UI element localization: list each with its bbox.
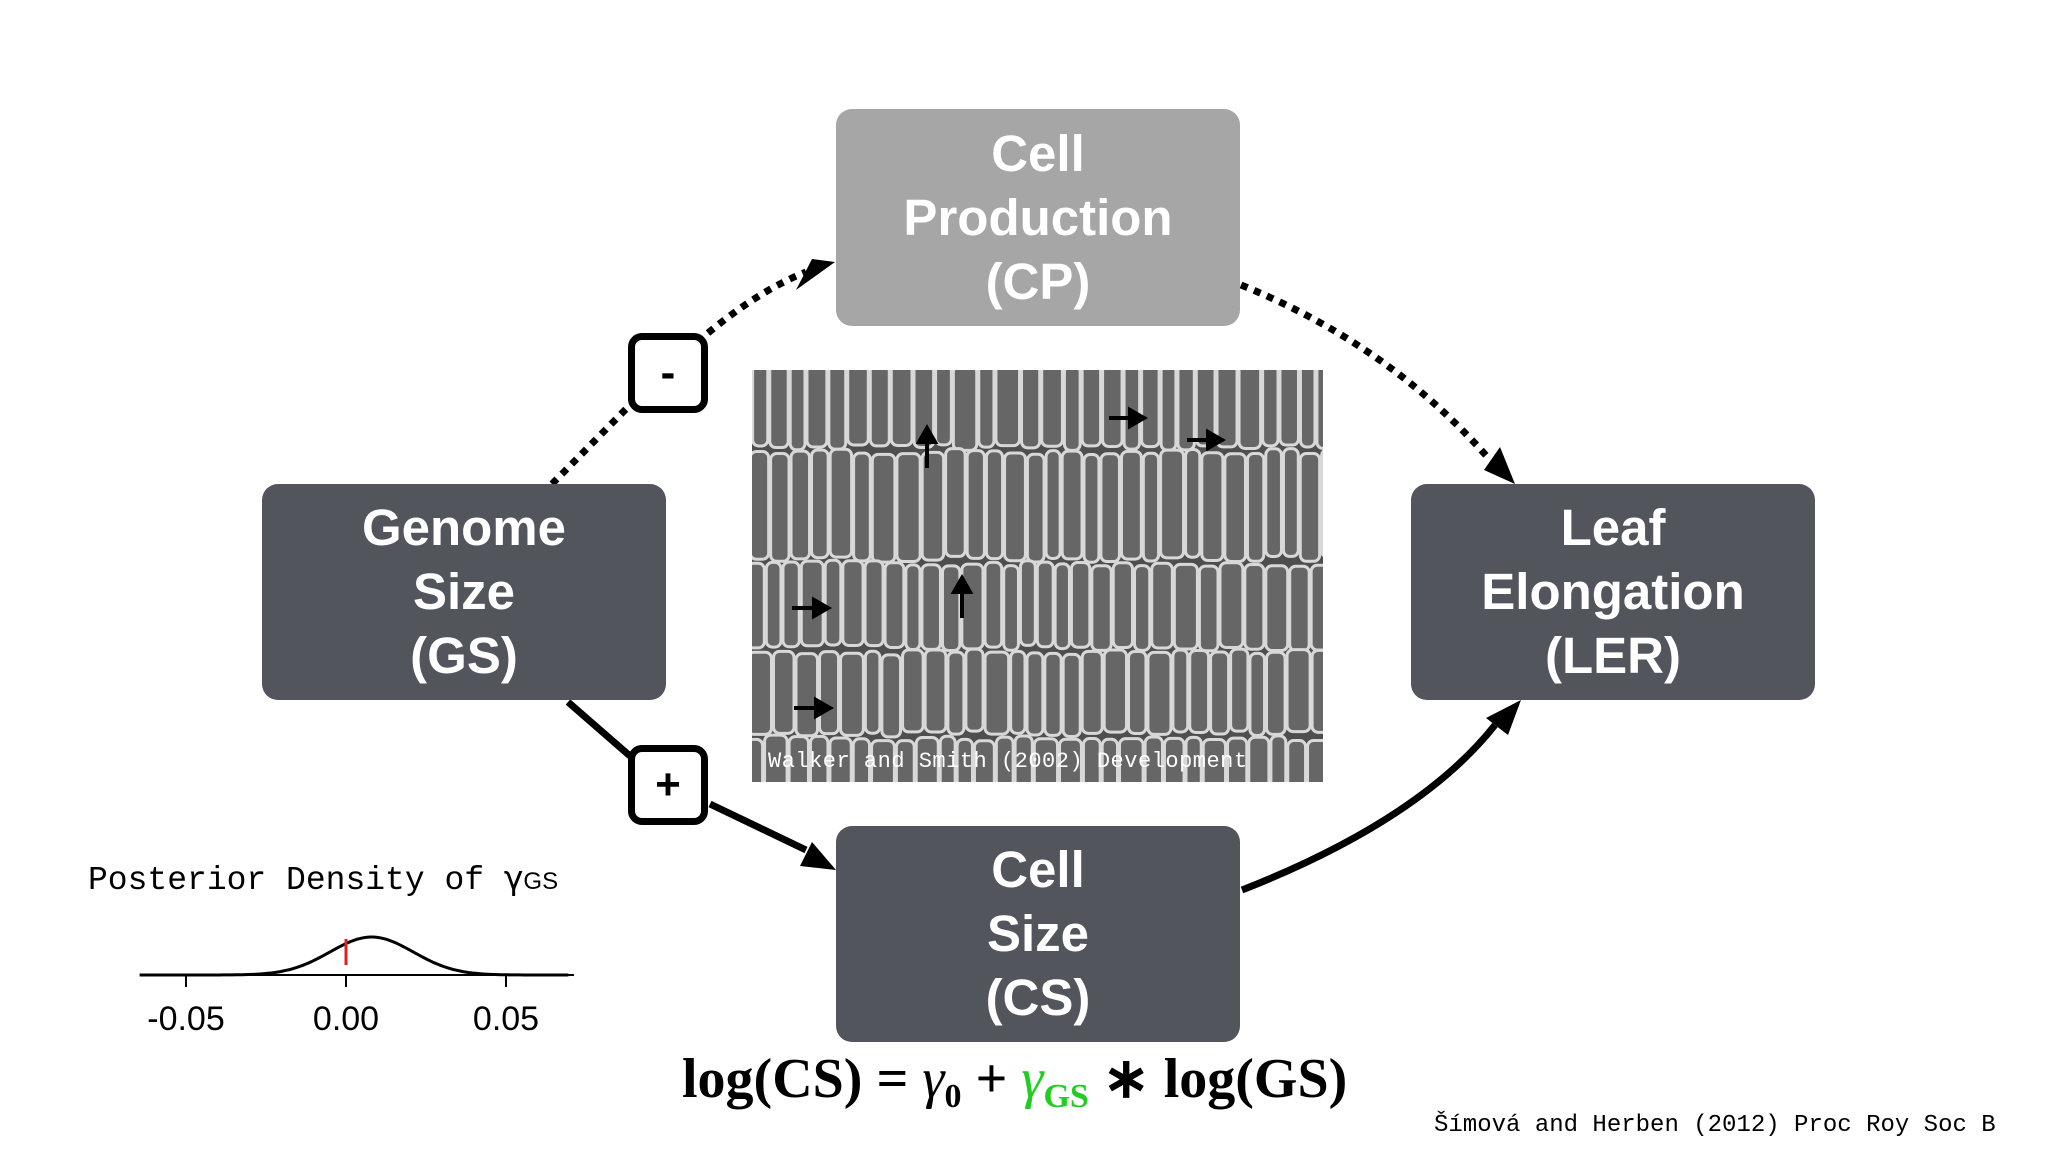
posterior-title-gamma: γ: [503, 858, 524, 897]
edge-cp-to-ler: [1239, 281, 1493, 463]
node-genome-size-line-2: Size: [412, 563, 516, 620]
positive-effect-sign: +: [628, 745, 708, 825]
equation-gamma0: γ: [922, 1048, 945, 1110]
node-leaf-elongation-line-2: Elongation: [1481, 563, 1745, 620]
node-leaf-elongation-line-1: Leaf: [1560, 499, 1666, 556]
equation-gamma-gs: γ: [1021, 1048, 1044, 1110]
node-genome-size-line-3: (GS): [410, 627, 518, 684]
node-leaf-elongation-line-3: (LER): [1545, 627, 1681, 684]
node-cell-production-line-1: Cell: [991, 124, 1085, 182]
equation-plus: +: [961, 1048, 1022, 1110]
node-cell-size: Cell Size (CS): [836, 826, 1240, 1042]
arrowhead-ler-top: [1484, 447, 1515, 484]
node-genome-size: Genome Size (GS): [262, 484, 666, 700]
regression-equation: log(CS) = γ0 + γGS ∗ log(GS): [682, 1046, 1347, 1116]
negative-effect-sign: -: [628, 333, 708, 413]
citation: Šímová and Herben (2012) Proc Roy Soc B: [1434, 1112, 1996, 1139]
equation-rhs: ∗ log(GS): [1088, 1048, 1348, 1110]
equation-gamma0-sub: 0: [944, 1078, 962, 1115]
node-cell-production-line-2: Production: [903, 188, 1173, 246]
node-genome-size-line-1: Genome: [361, 499, 567, 556]
node-cell-production-line-3: (CP): [985, 252, 1091, 310]
node-cell-size-line-2: Size: [986, 905, 1090, 962]
equation-gamma-gs-sub: GS: [1043, 1078, 1089, 1115]
micrograph-arrows: [792, 406, 1227, 720]
posterior-title: Posterior Density of γGS: [88, 858, 558, 899]
node-leaf-elongation: Leaf Elongation (LER): [1411, 484, 1815, 700]
cell-micrograph: Walker and Smith (2002) Development: [752, 370, 1323, 782]
equation-lhs: log(CS) =: [682, 1048, 923, 1110]
edge-gs-to-cs: [565, 699, 808, 854]
micrograph-texture: [752, 370, 1323, 782]
node-cell-size-line-1: Cell: [991, 841, 1085, 898]
arrowhead-cp: [796, 259, 835, 290]
arrowhead-cs: [800, 842, 836, 870]
arrowhead-ler-bottom: [1486, 700, 1521, 735]
posterior-title-text: Posterior Density of: [88, 862, 504, 899]
posterior-title-subscript: GS: [523, 868, 559, 895]
node-cell-size-line-3: (CS): [985, 969, 1091, 1026]
node-cell-production: Cell Production (CP): [836, 109, 1240, 326]
edge-cs-to-ler: [1240, 722, 1498, 894]
edge-gs-to-cp: [549, 268, 808, 487]
micrograph-credit: Walker and Smith (2002) Development: [768, 749, 1248, 774]
